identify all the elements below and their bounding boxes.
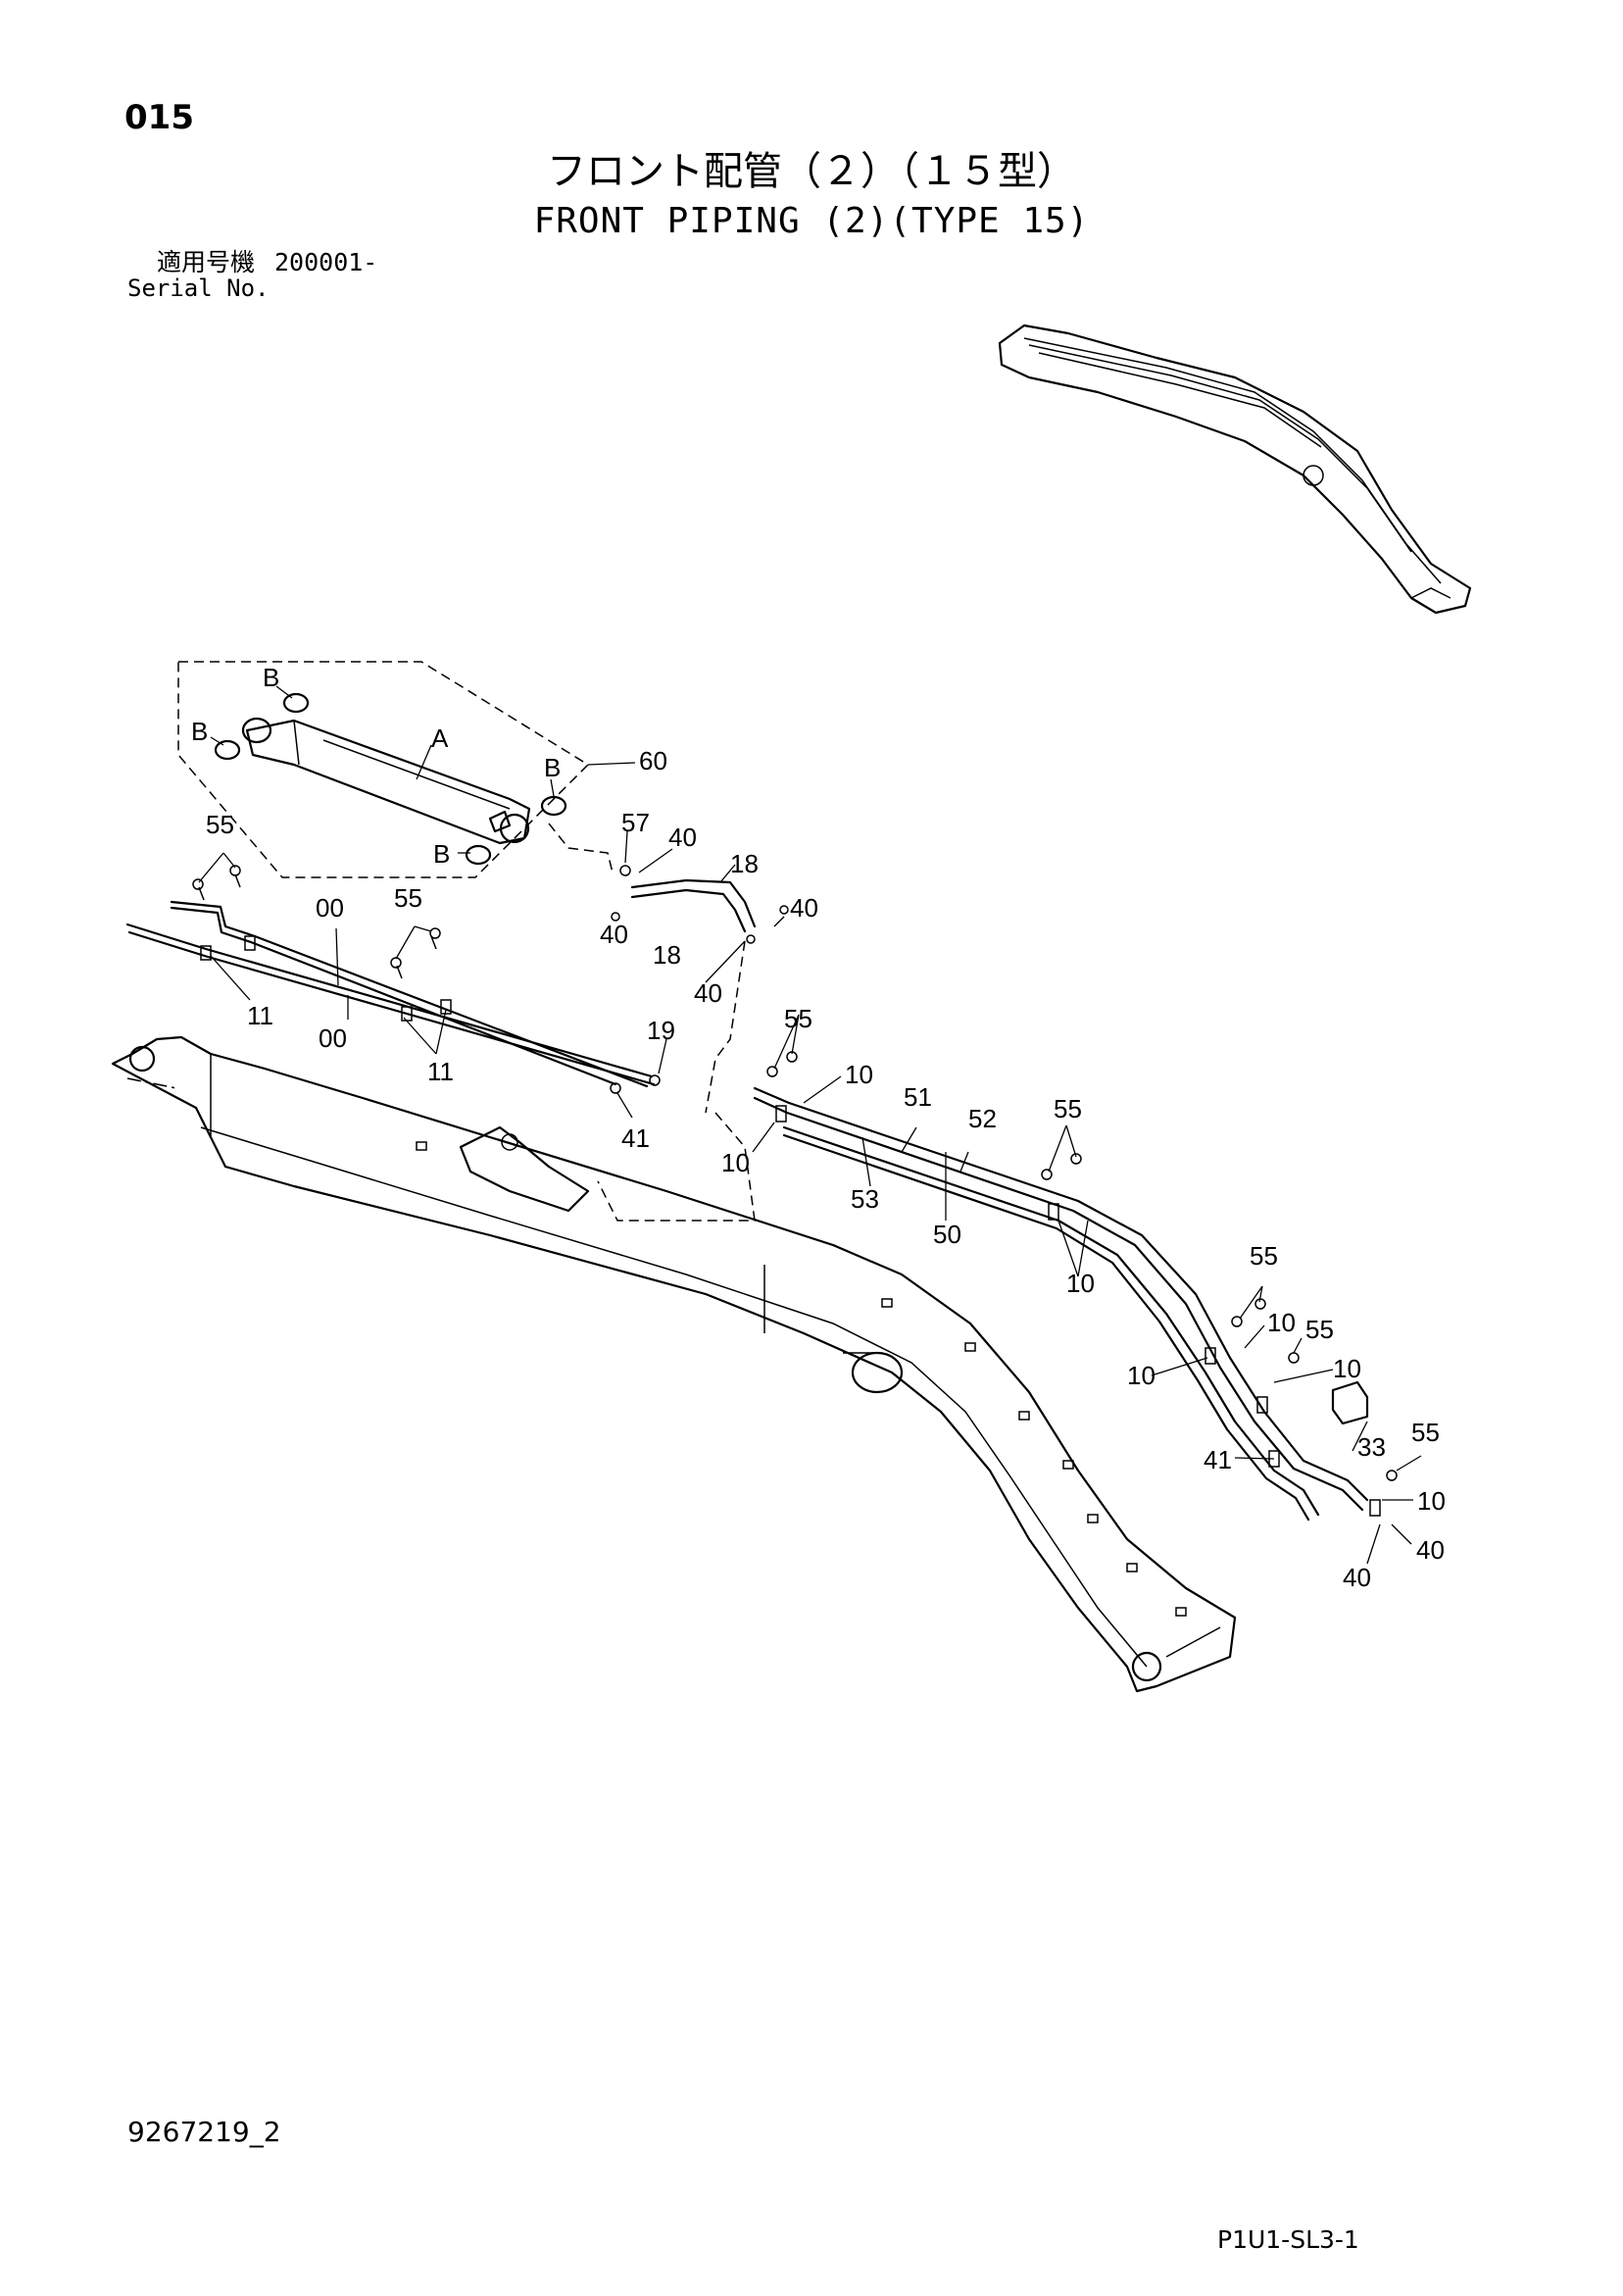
callout-10: 10 <box>845 1060 873 1089</box>
callout-40: 40 <box>668 823 697 852</box>
callout-55: 55 <box>784 1004 812 1033</box>
page-number: 015 <box>124 98 194 137</box>
page-title-japanese: フロント配管（２）（１５型） <box>547 149 1076 194</box>
callout-40: 40 <box>694 978 722 1008</box>
callout-51: 51 <box>904 1082 932 1112</box>
callout-55: 55 <box>1054 1094 1082 1123</box>
serial-label: Serial No. <box>127 275 270 302</box>
callout-10: 10 <box>1333 1354 1361 1383</box>
callout-40: 40 <box>600 920 628 949</box>
callout-33: 33 <box>1357 1432 1386 1462</box>
figure-code: P1U1-SL3-1 <box>1217 2225 1359 2254</box>
drawing-number: 9267219_2 <box>127 2116 281 2148</box>
callout-50: 50 <box>933 1220 961 1249</box>
callout-10: 10 <box>1267 1308 1296 1337</box>
callout-53: 53 <box>851 1184 879 1214</box>
pipe-50-53-assembly <box>597 1051 1398 1522</box>
callout-19: 19 <box>647 1016 675 1045</box>
callout-B: B <box>544 753 561 782</box>
serial-label-japanese: 適用号機 <box>157 248 256 276</box>
callout-55: 55 <box>1305 1315 1334 1344</box>
callout-18: 18 <box>653 940 681 970</box>
callout-40: 40 <box>1343 1563 1371 1592</box>
callout-A: A <box>431 724 449 753</box>
callout-41: 41 <box>1204 1445 1232 1474</box>
callout-00: 00 <box>316 893 344 923</box>
callout-B: B <box>433 839 450 869</box>
callout-40: 40 <box>790 893 818 923</box>
callout-labels: B B B B A 60 55 55 00 00 11 11 19 41 57 … <box>191 663 1446 1592</box>
pipe-00-assembly <box>125 865 661 1094</box>
callout-11: 11 <box>247 1001 273 1030</box>
callout-41: 41 <box>621 1123 650 1153</box>
callout-55: 55 <box>206 810 234 839</box>
callout-leaders <box>198 685 1422 1565</box>
callout-55: 55 <box>394 883 422 913</box>
callout-B: B <box>191 717 208 746</box>
callout-60: 60 <box>639 746 667 775</box>
callout-10: 10 <box>721 1148 750 1177</box>
cylinder-assembly-group <box>177 661 590 878</box>
hose-18-assembly <box>548 823 789 1114</box>
callout-10: 10 <box>1127 1361 1156 1390</box>
callout-00: 00 <box>319 1023 347 1053</box>
boom-illustration <box>111 1035 1237 1693</box>
serial-number-value: 200001- <box>274 248 378 276</box>
page-title: FRONT PIPING (2)(TYPE 15) <box>533 201 1090 241</box>
callout-B: B <box>263 663 279 692</box>
callout-55: 55 <box>1411 1418 1440 1447</box>
callout-18: 18 <box>730 849 759 878</box>
boom-overview-illustration <box>998 324 1472 615</box>
callout-10: 10 <box>1066 1269 1095 1298</box>
callout-57: 57 <box>621 808 650 837</box>
callout-40: 40 <box>1416 1535 1445 1565</box>
callout-11: 11 <box>427 1057 454 1086</box>
callout-52: 52 <box>968 1104 997 1133</box>
callout-10: 10 <box>1417 1486 1446 1516</box>
callout-55: 55 <box>1250 1241 1278 1271</box>
